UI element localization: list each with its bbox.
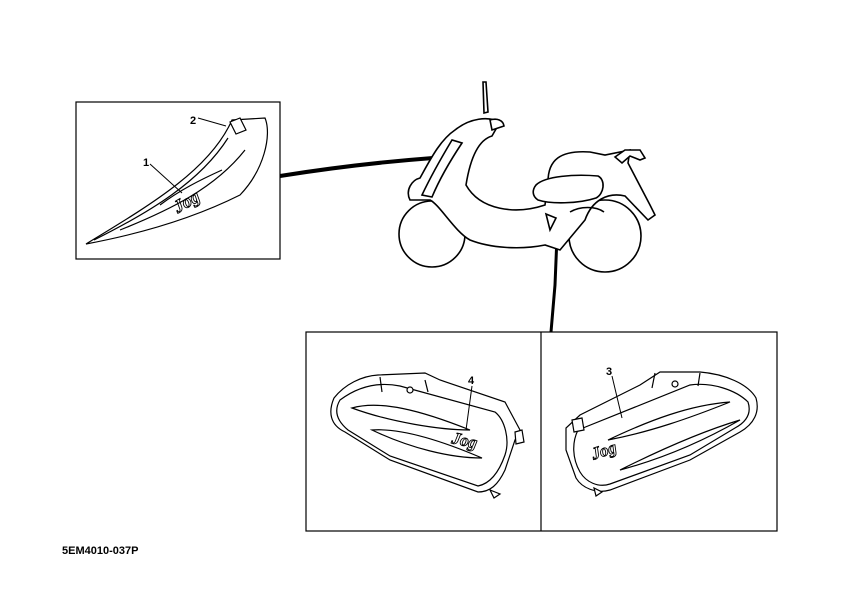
side-cover-right: [565, 371, 758, 497]
side-cover-left: [330, 372, 525, 499]
callout-4: 4: [468, 375, 475, 387]
leader-line-front-cover: [279, 156, 434, 178]
inset-front-cover: Jog: [75, 101, 281, 260]
callout-3: 3: [606, 366, 612, 378]
callout-line-2: [197, 117, 227, 127]
inset-side-covers: Jog Jog: [305, 331, 778, 532]
front-cover-part: [85, 117, 268, 245]
callout-1: 1: [143, 157, 149, 169]
callout-line-1: [149, 163, 183, 194]
figure-code: 5EM4010-037P: [62, 545, 139, 557]
callout-2: 2: [190, 115, 196, 127]
callout-line-3: [611, 375, 623, 419]
callout-line-4: [465, 385, 473, 431]
scooter-illustration: [398, 81, 657, 273]
